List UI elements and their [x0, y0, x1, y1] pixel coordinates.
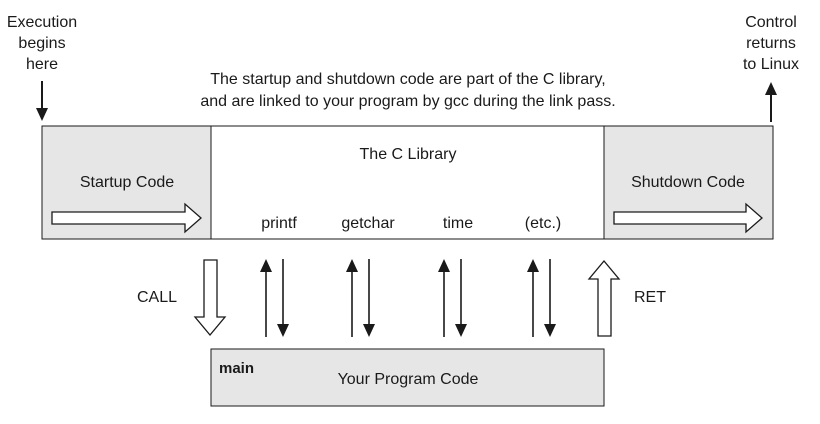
shutdown-flow-arrow — [613, 202, 763, 234]
call-label: CALL — [137, 289, 177, 306]
call-arrow — [193, 259, 227, 337]
function-label-etc: (etc.) — [525, 215, 561, 232]
startup-flow-arrow — [51, 202, 202, 234]
control-label-line-3: to Linux — [743, 56, 799, 73]
control-return-arrow — [765, 82, 777, 122]
function-label-time: time — [443, 215, 473, 232]
function-label-getchar: getchar — [341, 215, 395, 232]
caption-line-2: and are linked to your program by gcc du… — [200, 93, 615, 110]
printf-call-arrows — [260, 259, 289, 337]
etc-call-arrows — [527, 259, 556, 337]
caption-line-1: The startup and shutdown code are part o… — [210, 71, 605, 88]
ret-arrow — [587, 259, 621, 337]
execution-label-line-2: begins — [18, 35, 65, 52]
shutdown-code-label: Shutdown Code — [631, 174, 745, 191]
execution-start-arrow — [36, 81, 48, 121]
program-code-label: Your Program Code — [338, 371, 479, 388]
function-label-printf: printf — [261, 215, 297, 232]
c-library-box — [210, 125, 605, 240]
time-call-arrows — [438, 259, 467, 337]
startup-code-label: Startup Code — [80, 174, 174, 191]
control-label-line-2: returns — [746, 35, 796, 52]
execution-label-line-3: here — [26, 56, 58, 73]
execution-label-line-1: Execution — [7, 14, 77, 31]
ret-label: RET — [634, 289, 666, 306]
c-library-label: The C Library — [360, 146, 457, 163]
getchar-call-arrows — [346, 259, 375, 337]
control-label-line-1: Control — [745, 14, 797, 31]
main-label: main — [219, 360, 254, 377]
program-code-box — [210, 348, 605, 407]
